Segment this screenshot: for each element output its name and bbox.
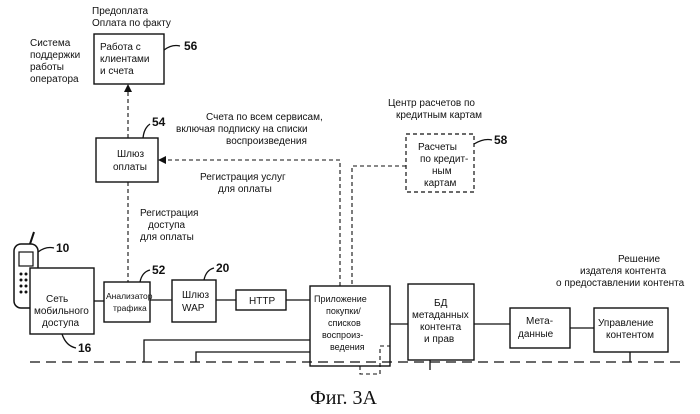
arrowhead-to-gateway — [158, 156, 166, 164]
label-publisher-decision: Решение издателя контента о предоставлен… — [556, 254, 685, 289]
svg-text:списков: списков — [328, 318, 361, 328]
ref-58: 58 — [494, 133, 508, 147]
svg-text:БД: БД — [434, 298, 448, 309]
svg-text:клиентами: клиентами — [100, 54, 149, 65]
svg-text:Шлюз: Шлюз — [182, 290, 210, 301]
ref-10: 10 — [56, 241, 70, 255]
svg-text:мобильного: мобильного — [34, 305, 89, 317]
svg-text:Сеть: Сеть — [46, 294, 68, 305]
svg-text:Расчеты: Расчеты — [418, 142, 457, 153]
svg-text:воспроизведения: воспроизведения — [226, 136, 307, 147]
ref-54: 54 — [152, 115, 166, 129]
ref-52: 52 — [152, 263, 166, 277]
label-register-services: Регистрация услуг для оплаты — [200, 172, 286, 195]
link-bus-app-1 — [144, 340, 310, 362]
svg-text:картам: картам — [424, 178, 457, 189]
label-card-center: Центр расчетов по кредитным картам — [388, 98, 482, 121]
svg-text:покупки/: покупки/ — [326, 306, 361, 316]
svg-text:данные: данные — [518, 329, 554, 340]
ref-leader-16 — [62, 334, 76, 348]
svg-text:доступа: доступа — [148, 220, 186, 231]
label-operator-system: Система поддержки работы оператора — [30, 38, 80, 85]
svg-text:метаданных: метаданных — [412, 310, 469, 321]
label-prepay: Предоплата — [92, 6, 149, 17]
svg-text:ведения: ведения — [330, 342, 365, 352]
svg-text:Приложение: Приложение — [314, 294, 367, 304]
http-label: HTTP — [249, 296, 275, 307]
metadata-box — [510, 308, 570, 348]
svg-text:для оплаты: для оплаты — [140, 232, 194, 243]
svg-text:и счета: и счета — [100, 66, 134, 77]
svg-text:ным: ным — [432, 166, 452, 177]
svg-text:контента: контента — [420, 322, 462, 333]
svg-text:Центр расчетов по: Центр расчетов по — [388, 98, 475, 109]
payment-gateway-box — [96, 138, 158, 182]
figure-caption: Фиг. 3А — [310, 387, 377, 409]
svg-text:включая подписку на списки: включая подписку на списки — [176, 124, 308, 135]
ref-leader-20 — [204, 268, 214, 280]
ref-leader-10 — [38, 248, 54, 253]
ref-20: 20 — [216, 261, 230, 275]
ref-56: 56 — [184, 39, 198, 53]
wap-gateway-box — [172, 280, 216, 322]
svg-text:оператора: оператора — [30, 74, 79, 85]
link-bus-app-2 — [196, 352, 310, 362]
svg-text:и прав: и прав — [424, 334, 454, 345]
svg-text:Регистрация услуг: Регистрация услуг — [200, 172, 286, 183]
svg-text:оплаты: оплаты — [113, 162, 147, 173]
svg-text:Работа с: Работа с — [100, 41, 141, 53]
svg-text:поддержки: поддержки — [30, 50, 80, 61]
svg-text:Мета-: Мета- — [526, 316, 553, 327]
svg-text:доступа: доступа — [42, 318, 80, 329]
svg-text:работы: работы — [30, 61, 64, 73]
svg-text:кредитным картам: кредитным картам — [396, 110, 482, 121]
dashed-card-to-app — [352, 166, 406, 286]
content-mgmt-label: Управление контентом — [598, 318, 654, 341]
svg-text:Система: Система — [30, 38, 71, 49]
svg-text:для оплаты: для оплаты — [218, 184, 272, 195]
ref-leader-58 — [474, 140, 492, 145]
label-register-access: Регистрация доступа для оплаты — [140, 208, 198, 243]
svg-text:Регистрация: Регистрация — [140, 208, 198, 219]
svg-text:Шлюз: Шлюз — [117, 149, 145, 160]
svg-text:издателя контента: издателя контента — [580, 266, 666, 277]
traffic-analyzer-box — [104, 282, 150, 322]
svg-text:воспроиз-: воспроиз- — [322, 330, 363, 340]
svg-text:Анализатор: Анализатор — [106, 291, 153, 301]
label-postpay: Оплата по факту — [92, 17, 171, 29]
svg-text:контентом: контентом — [606, 330, 654, 341]
arrowhead-to-billing — [124, 84, 132, 92]
svg-text:трафика: трафика — [113, 303, 147, 313]
svg-text:Счета по всем сервисам,: Счета по всем сервисам, — [206, 112, 323, 123]
ref-16: 16 — [78, 341, 92, 355]
ref-leader-54 — [143, 124, 150, 138]
svg-text:Управление: Управление — [598, 318, 654, 329]
ref-leader-52 — [140, 270, 150, 282]
svg-text:Решение: Решение — [618, 254, 660, 265]
ref-leader-56 — [164, 46, 180, 51]
svg-text:по кредит-: по кредит- — [420, 154, 468, 165]
svg-text:WAP: WAP — [182, 303, 205, 314]
svg-text:о предоставлении контента: о предоставлении контента — [556, 278, 685, 289]
label-bills-all-services: Счета по всем сервисам, включая подписку… — [176, 112, 323, 147]
